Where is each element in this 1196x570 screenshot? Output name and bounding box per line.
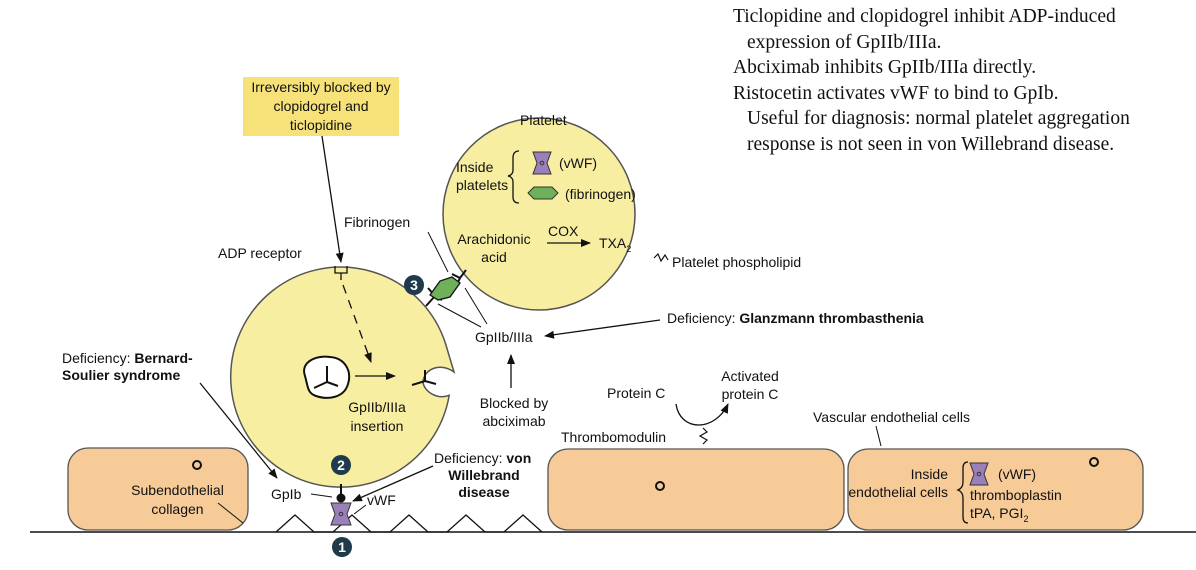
vwd-arrow <box>352 465 434 502</box>
tpa-pgi2-label: tPA, PGI2 <box>970 505 1029 524</box>
inside-endothelial-label: Inside endothelial cells <box>848 466 948 500</box>
bernard-soulier-arrow <box>199 382 278 479</box>
subendothelial-collagen-label: Subendothelial collagen <box>131 482 224 517</box>
adp-receptor-label: ADP receptor <box>218 245 302 261</box>
gpib-label: GpIb <box>271 486 302 502</box>
endothelial-cell-2 <box>847 448 1144 531</box>
glanzmann-label: Deficiency: Glanzmann thrombasthenia <box>667 310 924 326</box>
subendothelial-collagen-cell <box>67 447 249 531</box>
inside-platelets-label: Inside platelets <box>456 159 509 193</box>
adp-signal-dashed-arrow <box>342 284 372 363</box>
vwf-icon-endothelial-dot <box>976 471 982 477</box>
glanzmann-arrow <box>544 319 661 339</box>
fibrinogen-label: Fibrinogen <box>344 214 411 230</box>
vwf-label: vWF <box>367 492 396 508</box>
blocked-by-abciximab-label: Blocked by abciximab <box>479 395 549 429</box>
platelet-vwf-label: (vWF) <box>559 155 598 171</box>
gpiib-pointer-upper <box>464 287 488 325</box>
vascular-endothelial-line <box>875 425 882 447</box>
upper-platelet <box>442 117 636 311</box>
endothelial-cell-1 <box>547 448 845 531</box>
membrane-receptor-icon <box>411 370 437 386</box>
step-3-badge: 3 <box>404 275 424 295</box>
step-1-badge: 1 <box>332 537 352 557</box>
gpib-receptor <box>336 493 346 503</box>
thrombomodulin-squiggle <box>698 427 708 445</box>
gpiib-iiia-label: GpIIb/IIIa <box>475 329 533 345</box>
collagen-nucleus <box>192 460 202 470</box>
note-ticlopidine: Ticlopidine and clopidogrel inhibit ADP-… <box>733 6 1116 53</box>
platelet-bracket <box>507 150 520 204</box>
platelet-phospholipid-label: Platelet phospholipid <box>672 254 802 270</box>
clopidogrel-block-arrow <box>321 135 344 263</box>
vwf-icon-endothelial <box>969 462 989 486</box>
arachidonic-acid-label: Arachidonic acid <box>457 231 531 265</box>
phospholipid-squiggle <box>653 252 669 263</box>
adp-receptor-icon <box>334 266 348 280</box>
notes-panel: Ticlopidine and clopidogrel inhibit ADP-… <box>733 4 1193 157</box>
vesicle-receptor-icon <box>313 366 339 389</box>
irreversibly-blocked-label: Irreversibly blocked by clopidogrel and … <box>240 77 402 136</box>
endothelial-cell-1-nucleus <box>655 481 665 491</box>
vwf-icon-platelet <box>532 151 552 175</box>
vwf-icon-bridge <box>330 502 352 526</box>
gpib-pointer <box>310 493 333 498</box>
bernard-soulier-label: Deficiency: Bernard-Soulier syndrome <box>62 350 193 383</box>
note-diagnosis: Useful for diagnosis: normal platelet ag… <box>747 108 1130 155</box>
vwf-icon-platelet-dot <box>539 160 545 166</box>
platelet-title: Platelet <box>520 112 567 128</box>
platelet-fibrinogen-label: (fibrinogen) <box>565 186 636 202</box>
endothelial-cell-2-nucleus <box>1089 457 1099 467</box>
cox-label: COX <box>548 223 579 239</box>
thrombomodulin-label: Thrombomodulin <box>561 429 667 445</box>
fibrinogen-bridge <box>429 276 461 301</box>
note-abciximab: Abciximab inhibits GpIIb/IIIa directly. <box>733 57 1037 78</box>
collagen-fibers <box>275 514 543 533</box>
activated-protein-c-label: Activated protein C <box>721 368 779 402</box>
fibrinogen-label-line <box>427 231 449 273</box>
txa2-label: TXA2 <box>599 235 632 254</box>
vascular-endothelial-label: Vascular endothelial cells <box>813 409 970 425</box>
note-ristocetin: Ristocetin activates vWF to bind to GpIb… <box>733 82 1059 104</box>
collagen-pointer <box>217 502 244 524</box>
protein-c-label: Protein C <box>607 385 666 401</box>
fibrinogen-icon-platelet <box>527 186 559 200</box>
vwf-icon-bridge-dot <box>338 511 344 517</box>
step-2-badge: 2 <box>331 455 351 475</box>
endothelial-bracket <box>956 461 969 524</box>
gpiib-insertion-label: GpIIb/IIIa insertion <box>348 399 406 434</box>
endothelial-vwf-label: (vWF) <box>998 466 1037 482</box>
gpiib-pointer-lower <box>437 303 482 328</box>
protein-c-activation-arrow <box>675 403 729 426</box>
vwf-pointer <box>353 504 367 515</box>
thromboplastin-label: thromboplastin <box>970 487 1062 503</box>
